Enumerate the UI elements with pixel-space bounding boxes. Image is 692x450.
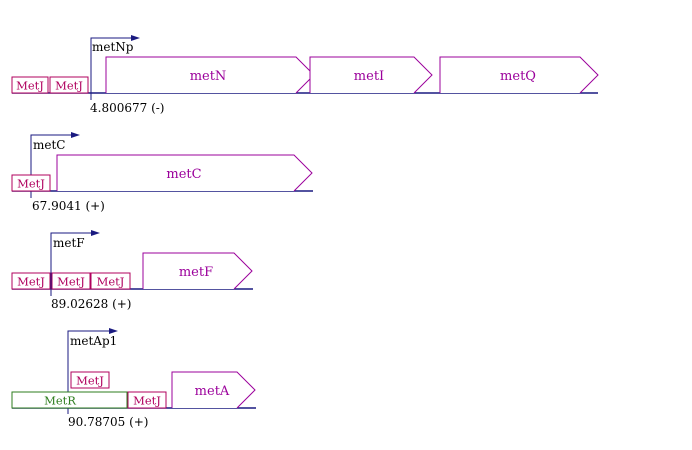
gene-label: metQ — [500, 69, 536, 84]
coordinate-label: 90.78705 (+) — [68, 415, 149, 429]
gene-label: metI — [354, 69, 384, 84]
metj-site — [11, 76, 49, 94]
gene-metq — [439, 56, 599, 94]
gene-label: metN — [190, 69, 227, 84]
metj-site — [70, 371, 110, 389]
gene-label: metF — [179, 265, 213, 280]
metj-site — [51, 272, 91, 290]
gene-metc — [56, 154, 313, 192]
promoter-arrowhead — [109, 328, 118, 334]
metj-site — [49, 76, 89, 94]
promoter-label: metF — [53, 236, 85, 250]
promoter-arrow — [50, 232, 92, 296]
metr-site-label: MetR — [44, 394, 76, 408]
metj-site-label: MetJ — [57, 275, 85, 289]
metj-site-label: MetJ — [55, 79, 83, 93]
promoter-arrowhead — [91, 230, 100, 236]
metj-site-label: MetJ — [76, 374, 104, 388]
metj-site-label: MetJ — [16, 79, 44, 93]
metj-site — [90, 272, 131, 290]
promoter-label: metAp1 — [70, 334, 117, 348]
track-metap1: metAp1 90.78705 (+) MetR MetJ MetJ metA — [11, 328, 256, 429]
metj-site-label: MetJ — [17, 275, 45, 289]
metj-site — [11, 174, 51, 192]
coordinate-label: 67.9041 (+) — [32, 199, 105, 213]
promoter-arrowhead — [71, 132, 80, 138]
promoter-arrow — [67, 330, 110, 414]
gene-metf — [142, 252, 253, 290]
promoter-arrowhead — [131, 35, 140, 41]
gene-label: metA — [195, 384, 230, 399]
metj-site-label: MetJ — [97, 275, 125, 289]
coordinate-label: 4.800677 (-) — [90, 101, 165, 115]
gene-meti — [309, 56, 433, 94]
promoter-arrow — [90, 37, 132, 100]
metj-site-label: MetJ — [17, 177, 45, 191]
track-metc: metC 67.9041 (+) MetJ metC — [11, 132, 313, 213]
promoter-label: metNp — [92, 40, 134, 54]
promoter-label: metC — [33, 138, 65, 152]
gene-meta — [171, 371, 256, 409]
metj-site — [11, 272, 51, 290]
metj-site — [127, 391, 167, 409]
track-metnp: metNp 4.800677 (-) MetJ MetJ metN metI m… — [11, 35, 599, 115]
gene-metn — [105, 56, 315, 94]
coordinate-label: 89.02628 (+) — [51, 297, 132, 311]
track-metf: metF 89.02628 (+) MetJ MetJ MetJ metF — [11, 230, 253, 311]
gene-label: metC — [166, 167, 201, 182]
metj-site-label: MetJ — [133, 394, 161, 408]
metr-site — [11, 391, 128, 409]
